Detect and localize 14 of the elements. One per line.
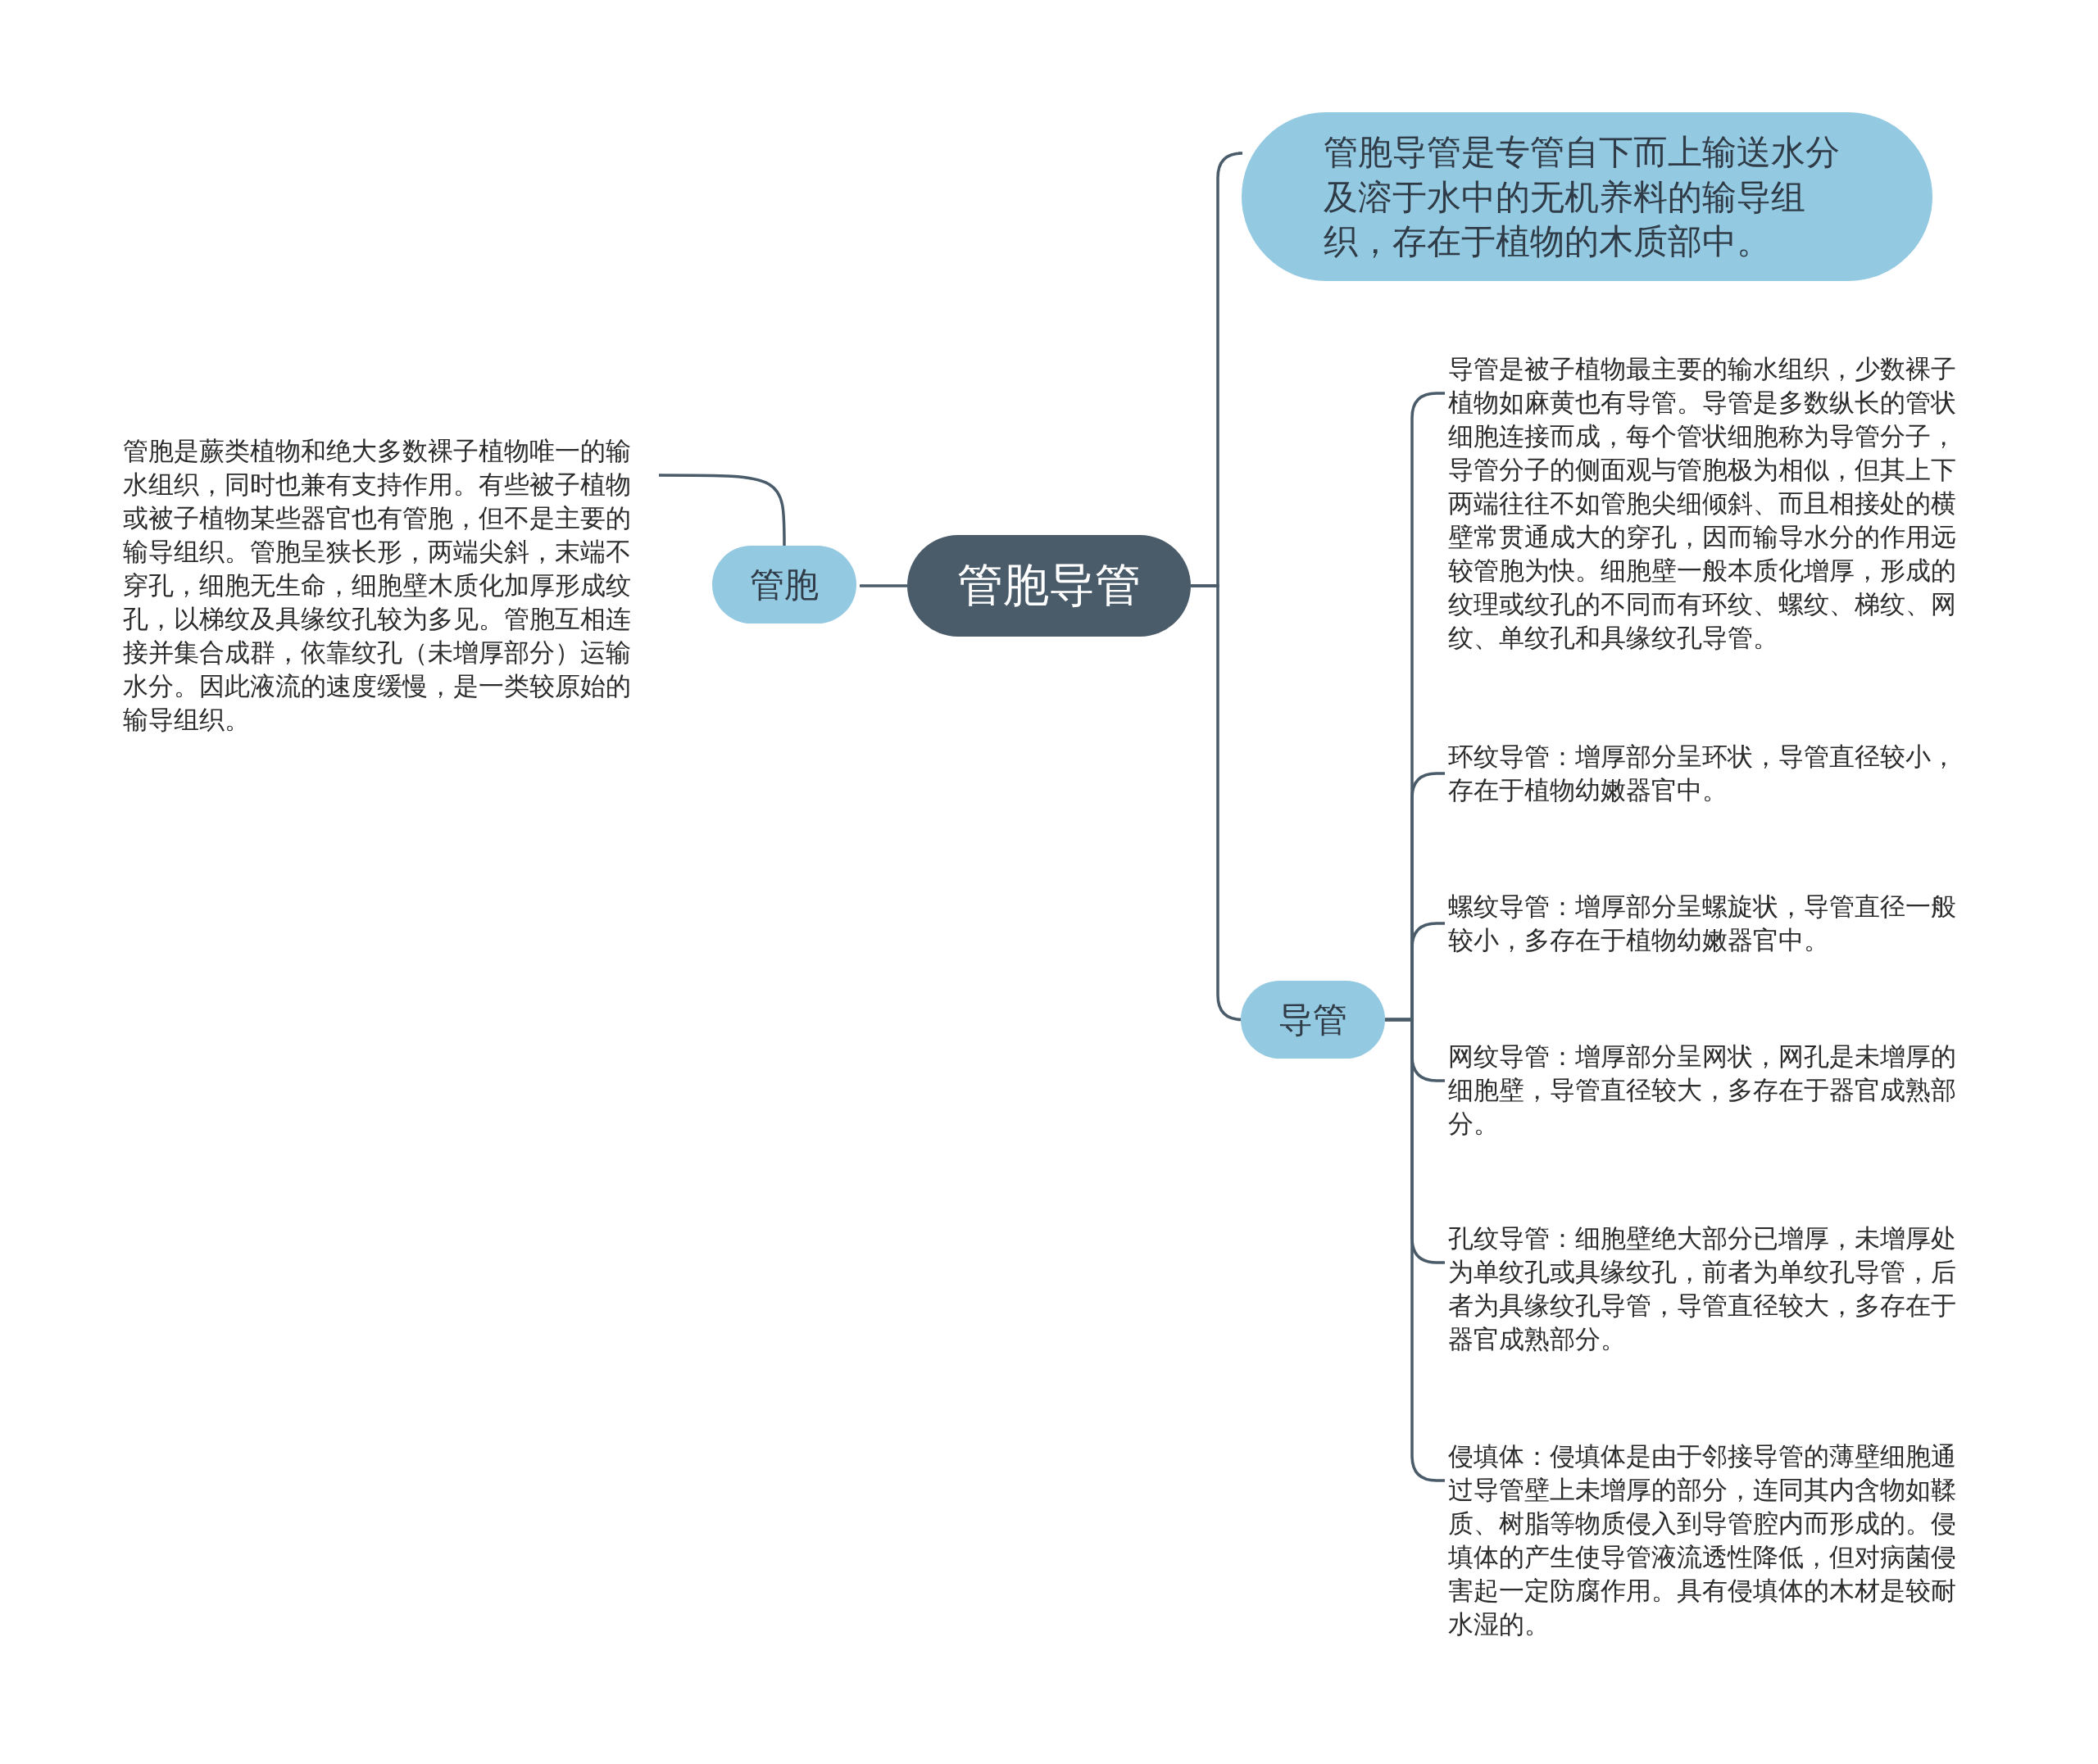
- connector-line: [659, 474, 786, 546]
- note-text: 环纹导管：增厚部分呈环状，导管直径较小，存在于植物幼嫩器官中。: [1448, 740, 1981, 807]
- note-text: 孔纹导管：细胞壁绝大部分已增厚，未增厚处为单纹孔或具缘纹孔，前者为单纹孔导管，后者为具缘纹孔导管，导管直径较大，多存在于器官成熟部分。: [1448, 1222, 1981, 1356]
- connector-line: [860, 584, 907, 587]
- note-text: 管胞是蕨类植物和绝大多数裸子植物唯一的输水组织，同时也兼有支持作用。有些被子植物或被子植物某些器官也有管胞，但不是主要的输导组织。管胞呈狭长形，两端尖斜，末端不穿孔，细胞无生命，细胞壁木质化加厚形成纹孔，以梯纹及具缘纹孔较为多见。管胞互相连接并集合成群，依靠纹孔（未增厚部分）运输水分。因此液流的速度缓慢，是一类较原始的输导组织。: [123, 434, 656, 737]
- note-text: 侵填体：侵填体是由于邻接导管的薄壁细胞通过导管壁上未增厚的部分，连同其内含物如鞣质、树脂等物质侵入到导管腔内而形成的。侵填体的产生使导管液流透性降低，但对病菌侵害起一定防腐作用。具有侵填体的木材是较耐水湿的。: [1448, 1440, 1981, 1641]
- note-text: 网纹导管：增厚部分呈网状，网孔是未增厚的细胞壁，导管直径较大，多存在于器官成熟部分。: [1448, 1040, 1981, 1140]
- branch-topic: 导管: [1241, 981, 1385, 1059]
- branch-topic: 管胞: [712, 546, 856, 624]
- note-text: 螺纹导管：增厚部分呈螺旋状，导管直径一般较小，多存在于植物幼嫩器官中。: [1448, 890, 1981, 957]
- connector-line: [1385, 1018, 1445, 1482]
- central-topic: 管胞导管: [907, 535, 1191, 637]
- note-text: 导管是被子植物最主要的输水组织，少数裸子植物如麻黄也有导管。导管是多数纵长的管状细胞连接而成，每个管状细胞称为导管分子，导管分子的侧面观与管胞极为相似，但其上下两端往往不如管胞尖细倾斜、而且相接处的横壁常贯通成大的穿孔，因而输导水分的作用远较管胞为快。细胞壁一般本质化增厚，形成的纹理或纹孔的不同而有环纹、螺纹、梯纹、网纹、单纹孔和具缘纹孔导管。: [1448, 352, 1981, 655]
- subtopic-bubble: 管胞导管是专管自下而上输送水分及溶于水中的无机养料的输导组织，存在于植物的木质部中。: [1242, 112, 1932, 281]
